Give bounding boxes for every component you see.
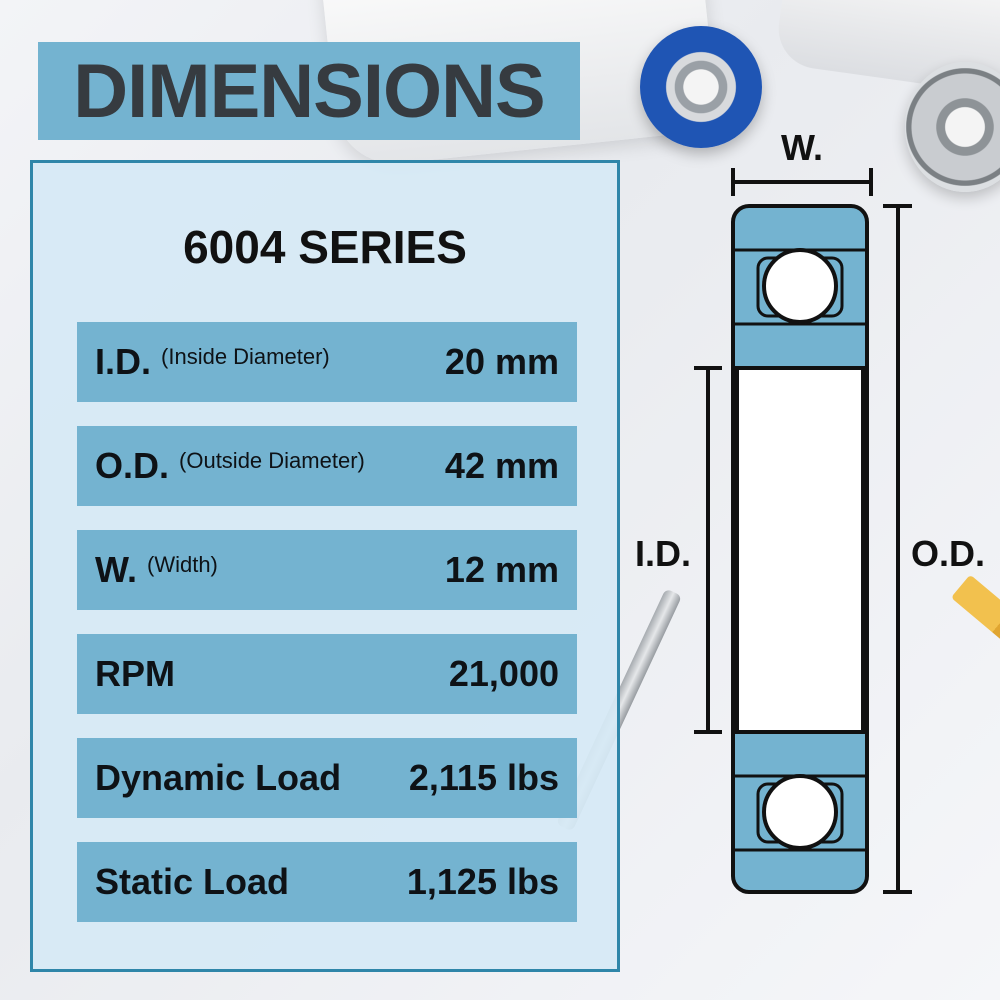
spec-value: 12 mm <box>444 549 559 590</box>
spec-label: Dynamic Load <box>95 757 342 798</box>
spec-row-dynamic-load: Dynamic Load 2,115 lbs <box>77 738 577 818</box>
ball-bottom <box>762 774 838 850</box>
spec-sublabel: (Outside Diameter) <box>179 448 365 473</box>
od-dimension-line <box>883 204 912 894</box>
spec-value: 2,115 lbs <box>408 757 559 798</box>
spec-row-static-load: Static Load 1,125 lbs <box>77 842 577 922</box>
spec-row-width: W. (Width) 12 mm <box>77 530 577 610</box>
width-label: W. <box>781 127 823 168</box>
id-label: I.D. <box>635 533 691 574</box>
spec-sublabel: (Inside Diameter) <box>161 344 330 369</box>
spec-value: 42 mm <box>444 445 559 486</box>
title-banner: DIMENSIONS <box>38 42 580 140</box>
spec-row-outside-diameter: O.D. (Outside Diameter) 42 mm <box>77 426 577 506</box>
spec-sublabel: (Width) <box>147 552 218 577</box>
blue-sealed-bearing-photo <box>640 26 762 148</box>
spec-row-inside-diameter: I.D. (Inside Diameter) 20 mm <box>77 322 577 402</box>
series-title: 6004 SERIES <box>183 221 467 273</box>
open-ball-bearing-photo <box>905 62 1000 192</box>
ball-top <box>762 248 838 324</box>
spec-label: O.D. <box>95 445 170 486</box>
spec-row-rpm: RPM 21,000 <box>77 634 577 714</box>
spec-label: RPM <box>95 653 175 694</box>
spec-value: 21,000 <box>448 653 559 694</box>
spec-label: I.D. <box>95 341 152 382</box>
od-label: O.D. <box>911 533 985 574</box>
width-dimension-line <box>731 168 873 196</box>
spec-value: 20 mm <box>444 341 559 382</box>
spec-value: 1,125 lbs <box>406 861 559 902</box>
bearing-bore <box>735 366 865 734</box>
spec-label: Static Load <box>95 861 290 902</box>
page-title: DIMENSIONS <box>73 48 545 134</box>
spec-label: W. <box>95 549 137 590</box>
id-dimension-line <box>694 366 722 734</box>
